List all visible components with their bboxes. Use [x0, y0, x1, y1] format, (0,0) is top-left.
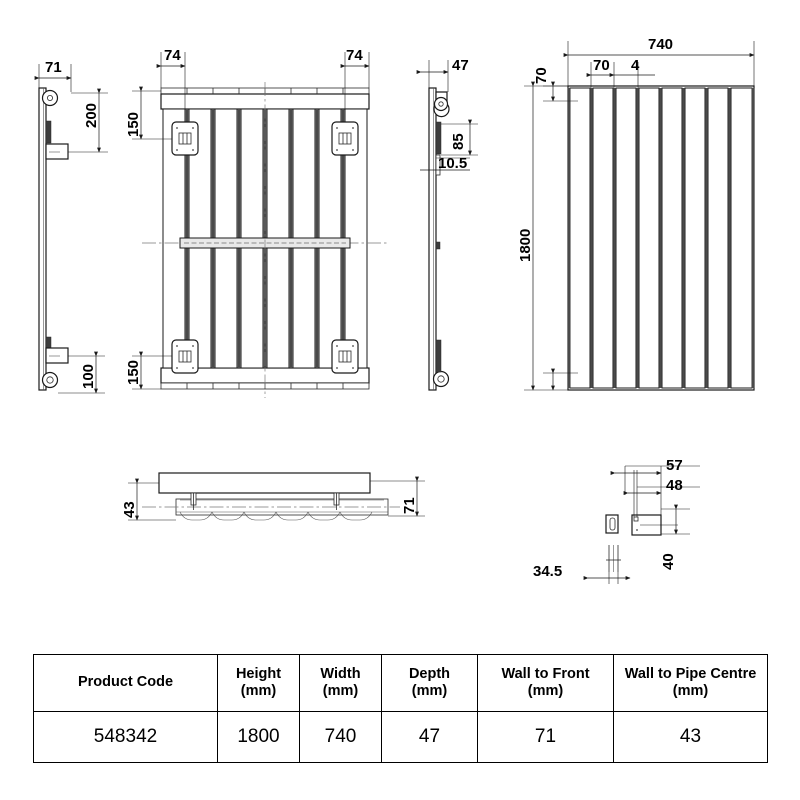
left-upper-bracket-rail — [45, 120, 52, 144]
header-wall-to-front-title: Wall to Front — [501, 665, 590, 682]
left-upper-bracket-body — [45, 143, 69, 160]
profile-top-pipe-inner — [438, 101, 444, 107]
front-bracket-top-left — [171, 121, 199, 156]
profile-bottom-pipe-inner — [437, 375, 445, 383]
top-wall-rail — [158, 472, 371, 494]
dim-label-40: 40 — [660, 553, 677, 570]
main-slats — [569, 87, 753, 389]
header-width-title: Width — [320, 665, 361, 682]
profile-lower-bracket-rail — [435, 339, 442, 373]
view-top-section: 43 71 — [121, 472, 425, 521]
dim-label-150-bottom: 150 — [125, 360, 142, 385]
view-left-side: 71 200 100 — [34, 59, 108, 394]
cell-height: 1800 — [217, 711, 300, 763]
top-bracket-post-right — [333, 492, 340, 510]
front-bracket-bottom-right — [331, 339, 359, 374]
spec-table: Product Code Height (mm) Width (mm) Dept… — [33, 654, 768, 763]
header-depth: Depth (mm) — [381, 654, 478, 712]
detail-pipe-stub — [606, 545, 621, 572]
left-bottom-pipe-inner — [46, 376, 54, 384]
table-row: 548342 1800 740 47 71 43 — [33, 711, 768, 763]
front-bracket-top-right — [331, 121, 359, 156]
left-lower-bracket-body — [45, 347, 69, 364]
dim-label-57: 57 — [666, 457, 683, 474]
header-height-unit: (mm) — [240, 683, 277, 699]
top-bracket-post-left — [190, 492, 197, 510]
cell-product-code: 548342 — [33, 711, 218, 763]
header-depth-title: Depth — [408, 665, 451, 682]
front-bracket-bottom-left — [171, 339, 199, 374]
view-side-profile: 47 85 10.5 — [416, 57, 478, 391]
cell-wall-to-front: 71 — [477, 711, 614, 763]
profile-upper-plate — [435, 154, 441, 176]
header-wall-to-pipe-centre: Wall to Pipe Centre (mm) — [613, 654, 768, 712]
header-width: Width (mm) — [299, 654, 382, 712]
left-top-pipe-inner — [47, 95, 54, 102]
dim-label-70-header: 70 — [533, 67, 550, 84]
cell-width: 740 — [299, 711, 382, 763]
dim-label-10-5: 10.5 — [438, 155, 467, 172]
dim-label-740: 740 — [648, 36, 673, 53]
header-depth-unit: (mm) — [411, 683, 448, 699]
cell-wall-to-pipe-centre: 43 — [613, 711, 768, 763]
cell-depth: 47 — [381, 711, 478, 763]
header-wall-to-pipe-centre-unit: (mm) — [672, 683, 709, 699]
header-product-code-title: Product Code — [77, 674, 174, 691]
dim-label-74-right: 74 — [346, 47, 363, 64]
header-product-code: Product Code — [33, 654, 218, 712]
dim-label-100: 100 — [80, 364, 97, 389]
spec-table-container: Product Code Height (mm) Width (mm) Dept… — [33, 654, 768, 763]
dim-label-200: 200 — [83, 103, 100, 128]
dim-label-71-right: 71 — [401, 497, 418, 514]
dim-label-43: 43 — [121, 501, 138, 518]
dim-label-150-top: 150 — [125, 112, 142, 137]
dim-label-71-left: 71 — [45, 59, 62, 76]
main-slat-gaps — [590, 88, 731, 388]
dim-label-48: 48 — [666, 477, 683, 494]
profile-upper-bracket-rail — [435, 121, 442, 155]
header-wall-to-pipe-centre-title: Wall to Pipe Centre — [624, 665, 757, 682]
profile-mid-rail — [435, 241, 441, 250]
dim-label-4: 4 — [631, 57, 640, 74]
dim-label-70-slat: 70 — [593, 57, 610, 74]
header-width-unit: (mm) — [322, 683, 359, 699]
view-main-front: 740 70 4 70 1800 — [517, 36, 755, 391]
profile-panel-body — [428, 87, 437, 391]
header-height: Height (mm) — [217, 654, 300, 712]
dim-label-85: 85 — [450, 133, 467, 150]
detail-bracket-hole — [636, 529, 638, 531]
dim-label-1800: 1800 — [517, 229, 534, 262]
dim-label-34-5: 34.5 — [533, 563, 562, 580]
view-bracket-detail: 57 48 40 34.5 — [533, 457, 700, 584]
left-panel-body — [38, 87, 47, 391]
header-wall-to-front-unit: (mm) — [527, 683, 564, 699]
table-header-row: Product Code Height (mm) Width (mm) Dept… — [33, 654, 768, 712]
dim-label-47: 47 — [452, 57, 469, 74]
front-top-cap-ticks — [186, 88, 344, 94]
header-height-title: Height — [235, 665, 282, 682]
detail-bracket-notch — [633, 516, 639, 522]
header-wall-to-front: Wall to Front (mm) — [477, 654, 614, 712]
top-slat-scallops — [179, 511, 373, 521]
detail-clip-inner — [609, 517, 616, 531]
view-front-elevation: 74 74 150 150 — [125, 47, 388, 398]
dim-label-74-left: 74 — [164, 47, 181, 64]
